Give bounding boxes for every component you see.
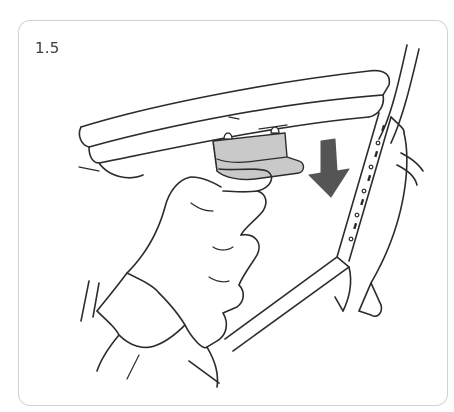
assembly-illustration [78,44,424,388]
hand [96,168,273,388]
leg-slots [348,124,386,242]
instruction-panel: 1.5 [18,20,448,406]
frame [80,44,424,384]
down-arrow-icon [308,138,350,198]
table-top [78,69,391,179]
step-number: 1.5 [35,39,60,57]
mounting-bracket [212,126,305,181]
